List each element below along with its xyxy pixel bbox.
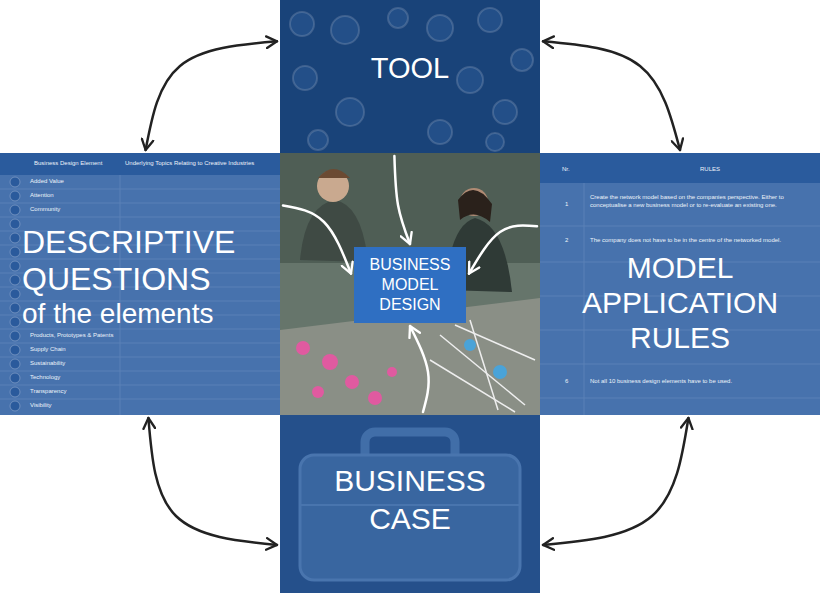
node-text: BUSINESS MODEL DESIGN — [362, 255, 458, 315]
rules-panel: MODEL APPLICATION RULES — [540, 153, 820, 415]
node-text: MODEL APPLICATION RULES — [550, 250, 810, 355]
tool-panel: TOOL — [280, 0, 540, 153]
node-text: BUSINESS CASE — [320, 462, 500, 537]
table-ground — [0, 153, 280, 415]
dot — [322, 354, 338, 370]
table-cell-text: Not all 10 business design elements have… — [590, 378, 812, 386]
string — [430, 360, 515, 412]
table-cell-text: Sustainability — [30, 360, 65, 368]
table-cell-text: Underlying Topics Relating to Creative I… — [125, 160, 254, 168]
arrow — [394, 156, 410, 244]
dot — [345, 375, 359, 389]
string — [440, 335, 525, 405]
questions-table-art — [0, 153, 280, 415]
table-cell-text: 2 — [565, 237, 568, 245]
business-case-art — [280, 415, 540, 593]
person-hair — [458, 190, 492, 222]
node-text: TOOL — [290, 52, 530, 85]
table-ground — [540, 153, 820, 415]
arrow — [410, 326, 429, 412]
table-cell-text: Community — [30, 206, 60, 214]
tool-panel-art — [280, 0, 540, 153]
person-hair — [318, 169, 350, 178]
table-cell-text: Added Value — [30, 178, 64, 186]
case-panel — [280, 415, 540, 593]
table-cell-text: Products, Prototypes & Patents — [30, 332, 113, 340]
table-cell-text: Attention — [30, 192, 54, 200]
dot — [368, 391, 382, 405]
node-text: of the elements — [22, 298, 270, 330]
rules-table-art — [540, 153, 820, 415]
table-cell-text: Technology — [30, 374, 60, 382]
photo-ground — [280, 153, 540, 415]
string — [470, 320, 498, 410]
table-cell-text: The company does not have to be in the c… — [590, 237, 812, 245]
dot — [464, 339, 476, 351]
case-panel: BUSINESS CASE — [280, 415, 540, 593]
table-cell-text: RULES — [700, 166, 720, 174]
dot — [387, 367, 397, 377]
double-arrow — [148, 418, 277, 545]
magnet-dots — [296, 341, 397, 405]
arrow — [469, 226, 537, 274]
strings — [430, 320, 535, 412]
double-arrow — [146, 41, 277, 150]
table-cell-text: Business Design Element — [34, 160, 102, 168]
double-arrow — [543, 418, 688, 545]
table-cell-text: Supply Chain — [30, 346, 66, 354]
table-cell-text: Nr. — [562, 166, 570, 174]
table-cell-text: Create the network model based on the co… — [590, 194, 812, 209]
workshop-photo — [280, 153, 540, 415]
center-label-box: BUSINESS MODEL DESIGN — [354, 247, 466, 323]
table-cell-text: 1 — [565, 201, 568, 209]
dot — [312, 386, 324, 398]
string — [455, 325, 535, 360]
table-cell-text: 6 — [565, 378, 568, 386]
double-arrow — [543, 41, 680, 150]
arrow — [283, 205, 351, 273]
table-cell-text: Transparency — [30, 388, 66, 396]
table-cell-text: Visibility — [30, 402, 52, 410]
person-head — [317, 170, 349, 202]
tool-panel — [280, 0, 540, 153]
dot — [493, 365, 507, 379]
node-text: DESCRIPTIVE QUESTIONS — [22, 224, 270, 298]
dot — [296, 341, 310, 355]
